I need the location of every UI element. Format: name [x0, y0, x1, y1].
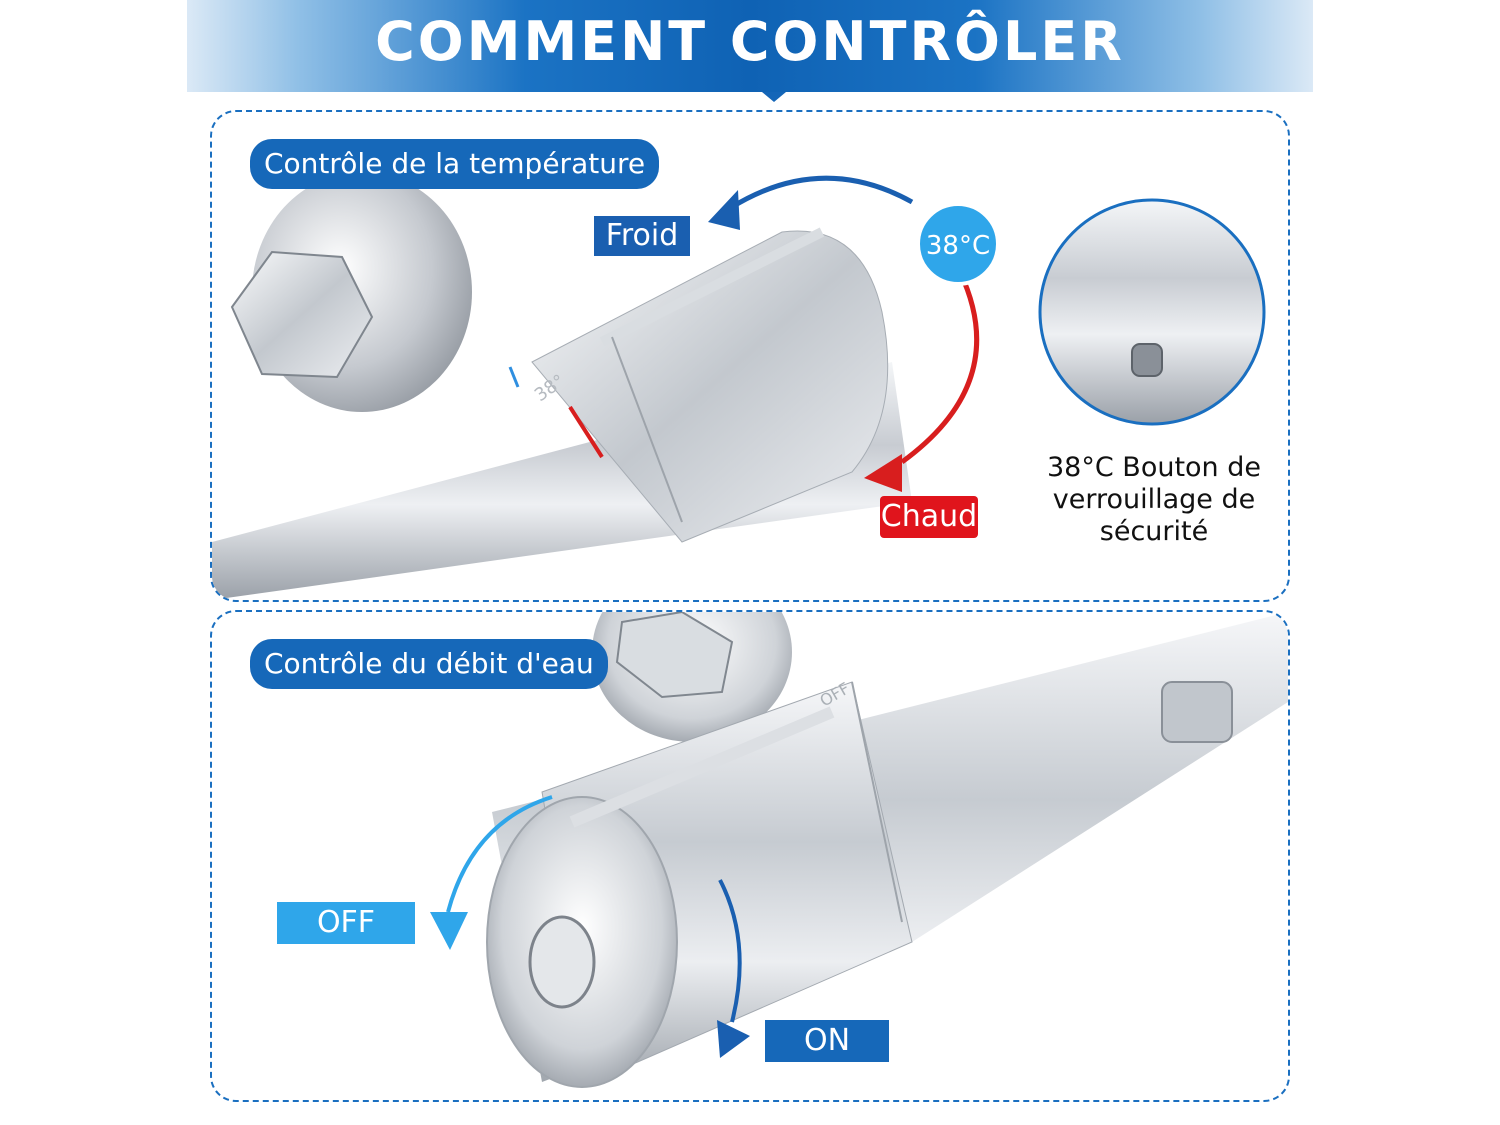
knob-seam — [851, 681, 903, 923]
cold-arrow-icon — [708, 190, 740, 230]
banner-pointer — [762, 92, 786, 102]
section-title-flow: Contrôle du débit d'eau — [250, 639, 608, 689]
section-title-temperature: Contrôle de la température — [250, 139, 660, 189]
cold-arc — [730, 175, 914, 210]
knob-seam — [611, 336, 683, 523]
hose-outlet — [1161, 681, 1233, 743]
temperature-badge-text: 38°C — [926, 231, 990, 261]
hex-nut — [615, 612, 734, 699]
hot-arc — [900, 270, 980, 465]
safety-lock-caption: 38°C Bouton de verrouillage de sécurité — [1047, 452, 1261, 547]
on-label: ON — [765, 1020, 889, 1062]
knob-ridge — [599, 227, 825, 347]
thermostat-illustration: 38° 38°C — [212, 172, 1266, 600]
knob-ridge — [569, 706, 835, 828]
safety-lock-inset — [1038, 198, 1266, 426]
temperature-badge — [916, 202, 1000, 286]
page-title: COMMENT CONTRÔLER — [375, 10, 1125, 73]
cold-indicator-mark — [508, 366, 520, 388]
off-arc — [446, 795, 553, 913]
hex-nut — [230, 250, 374, 379]
off-arrow-icon — [430, 912, 468, 950]
cold-label: Froid — [594, 216, 690, 256]
on-arrow-icon — [717, 1020, 750, 1058]
flow-illustration: OFF — [430, 612, 1288, 1088]
knob-center-button — [528, 915, 596, 1009]
header-banner: COMMENT CONTRÔLER — [187, 0, 1313, 92]
off-label: OFF — [277, 902, 415, 944]
hot-label: Chaud — [880, 496, 978, 538]
temperature-control-panel: 38° 38°C Contrôle de la température Froi… — [210, 110, 1290, 602]
safety-lock-button[interactable] — [1131, 343, 1163, 377]
hot-arrow-icon — [864, 454, 902, 492]
flow-control-panel: OFF Contrôle du débit d'eau OFF ON — [210, 610, 1290, 1102]
hot-indicator-mark — [568, 405, 604, 459]
on-arc — [718, 879, 742, 1023]
